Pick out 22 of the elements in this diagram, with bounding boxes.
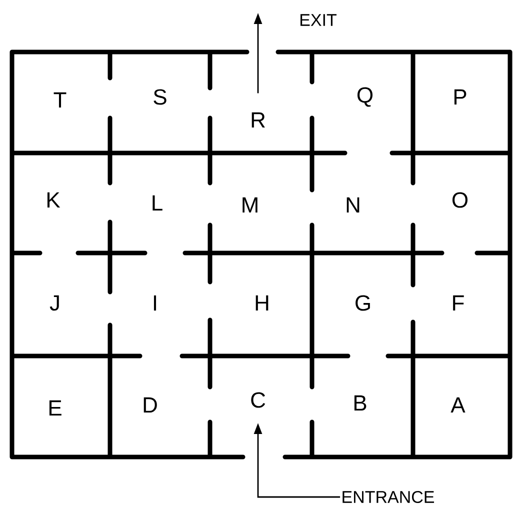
- room-letter: C: [251, 392, 266, 408]
- room-letter: D: [144, 397, 157, 413]
- text-label: EXIT: [300, 14, 336, 26]
- room-letter: N: [346, 197, 360, 213]
- room-letter: R: [252, 112, 265, 128]
- room-letter: F: [453, 295, 464, 311]
- room-letter: E: [49, 400, 62, 416]
- room-letter: Q: [357, 87, 372, 107]
- room-letter: H: [256, 295, 268, 311]
- text-label: ENTRANCE: [342, 490, 434, 504]
- room-letter: B: [354, 395, 366, 411]
- room-letter: I: [154, 295, 156, 311]
- room-letter: S: [154, 89, 166, 105]
- room-letter: T: [54, 92, 66, 108]
- room-letter: K: [47, 192, 60, 208]
- room-letter: A: [450, 397, 466, 413]
- room-letter: L: [152, 195, 162, 211]
- room-letter: J: [50, 295, 59, 311]
- room-letter: M: [242, 197, 258, 213]
- room-letter: O: [452, 192, 468, 208]
- room-letter: P: [454, 89, 466, 105]
- room-letter: G: [356, 295, 370, 311]
